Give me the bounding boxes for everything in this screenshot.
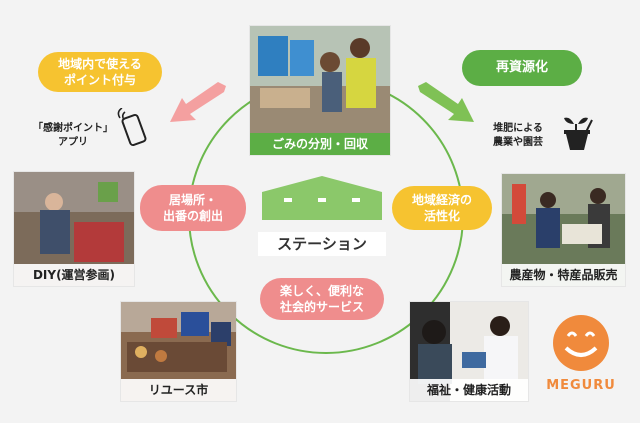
compost-label: 堆肥による 農業や園芸 — [482, 122, 554, 150]
caption-waste-sorting: ごみの分別・回収 — [250, 133, 390, 155]
photo-welfare: 福祉・健康活動 — [410, 302, 528, 401]
arrow-right-down-icon — [418, 82, 474, 122]
photo-farm-products: 農産物・特産品販売 — [502, 174, 625, 286]
pill-recycle: 再資源化 — [462, 50, 582, 86]
station-label: ステーション — [258, 232, 386, 256]
pill-social-line1: 楽しく、便利な — [279, 284, 364, 298]
pill-ibasho-line2: 出番の創出 — [162, 209, 223, 223]
pill-economy-line2: 活性化 — [423, 209, 460, 223]
pill-social-service: 楽しく、便利な 社会的サービス — [260, 278, 384, 320]
photo-waste-sorting: ごみの分別・回収 — [250, 26, 390, 155]
pill-recycle-label: 再資源化 — [495, 60, 548, 75]
pill-points: 地域内で使える ポイント付与 — [38, 52, 162, 92]
pill-economy-line1: 地域経済の — [411, 193, 472, 207]
pill-points-line1: 地域内で使える — [58, 57, 142, 71]
pill-points-line2: ポイント付与 — [63, 73, 136, 87]
smartphone-icon — [117, 108, 147, 147]
compost-label-line2: 農業や園芸 — [493, 137, 543, 148]
photo-reuse-market: リユース市 — [121, 302, 236, 401]
compost-label-line1: 堆肥による — [493, 123, 543, 134]
app-label-line2: アプリ — [58, 137, 88, 148]
caption-reuse: リユース市 — [121, 379, 236, 401]
logo-text: MEGURU — [546, 378, 616, 393]
pill-economy: 地域経済の 活性化 — [392, 186, 492, 230]
caption-diy: DIY(運営参画) — [14, 264, 134, 286]
pill-ibasho-line1: 居場所・ — [168, 193, 217, 207]
caption-farm: 農産物・特産品販売 — [502, 264, 625, 286]
pill-social-line2: 社会的サービス — [279, 300, 364, 314]
station-building-icon — [262, 176, 382, 220]
smile-logo-icon — [553, 315, 609, 371]
caption-welfare: 福祉・健康活動 — [410, 379, 528, 401]
app-label-line1: 「感謝ポイント」 — [33, 123, 113, 134]
arrow-left-down-icon — [170, 82, 226, 122]
plant-pot-icon — [564, 117, 593, 150]
photo-diy: DIY(運営参画) — [14, 172, 134, 286]
pill-ibasho: 居場所・ 出番の創出 — [140, 185, 246, 231]
app-label: 「感謝ポイント」 アプリ — [28, 122, 118, 150]
